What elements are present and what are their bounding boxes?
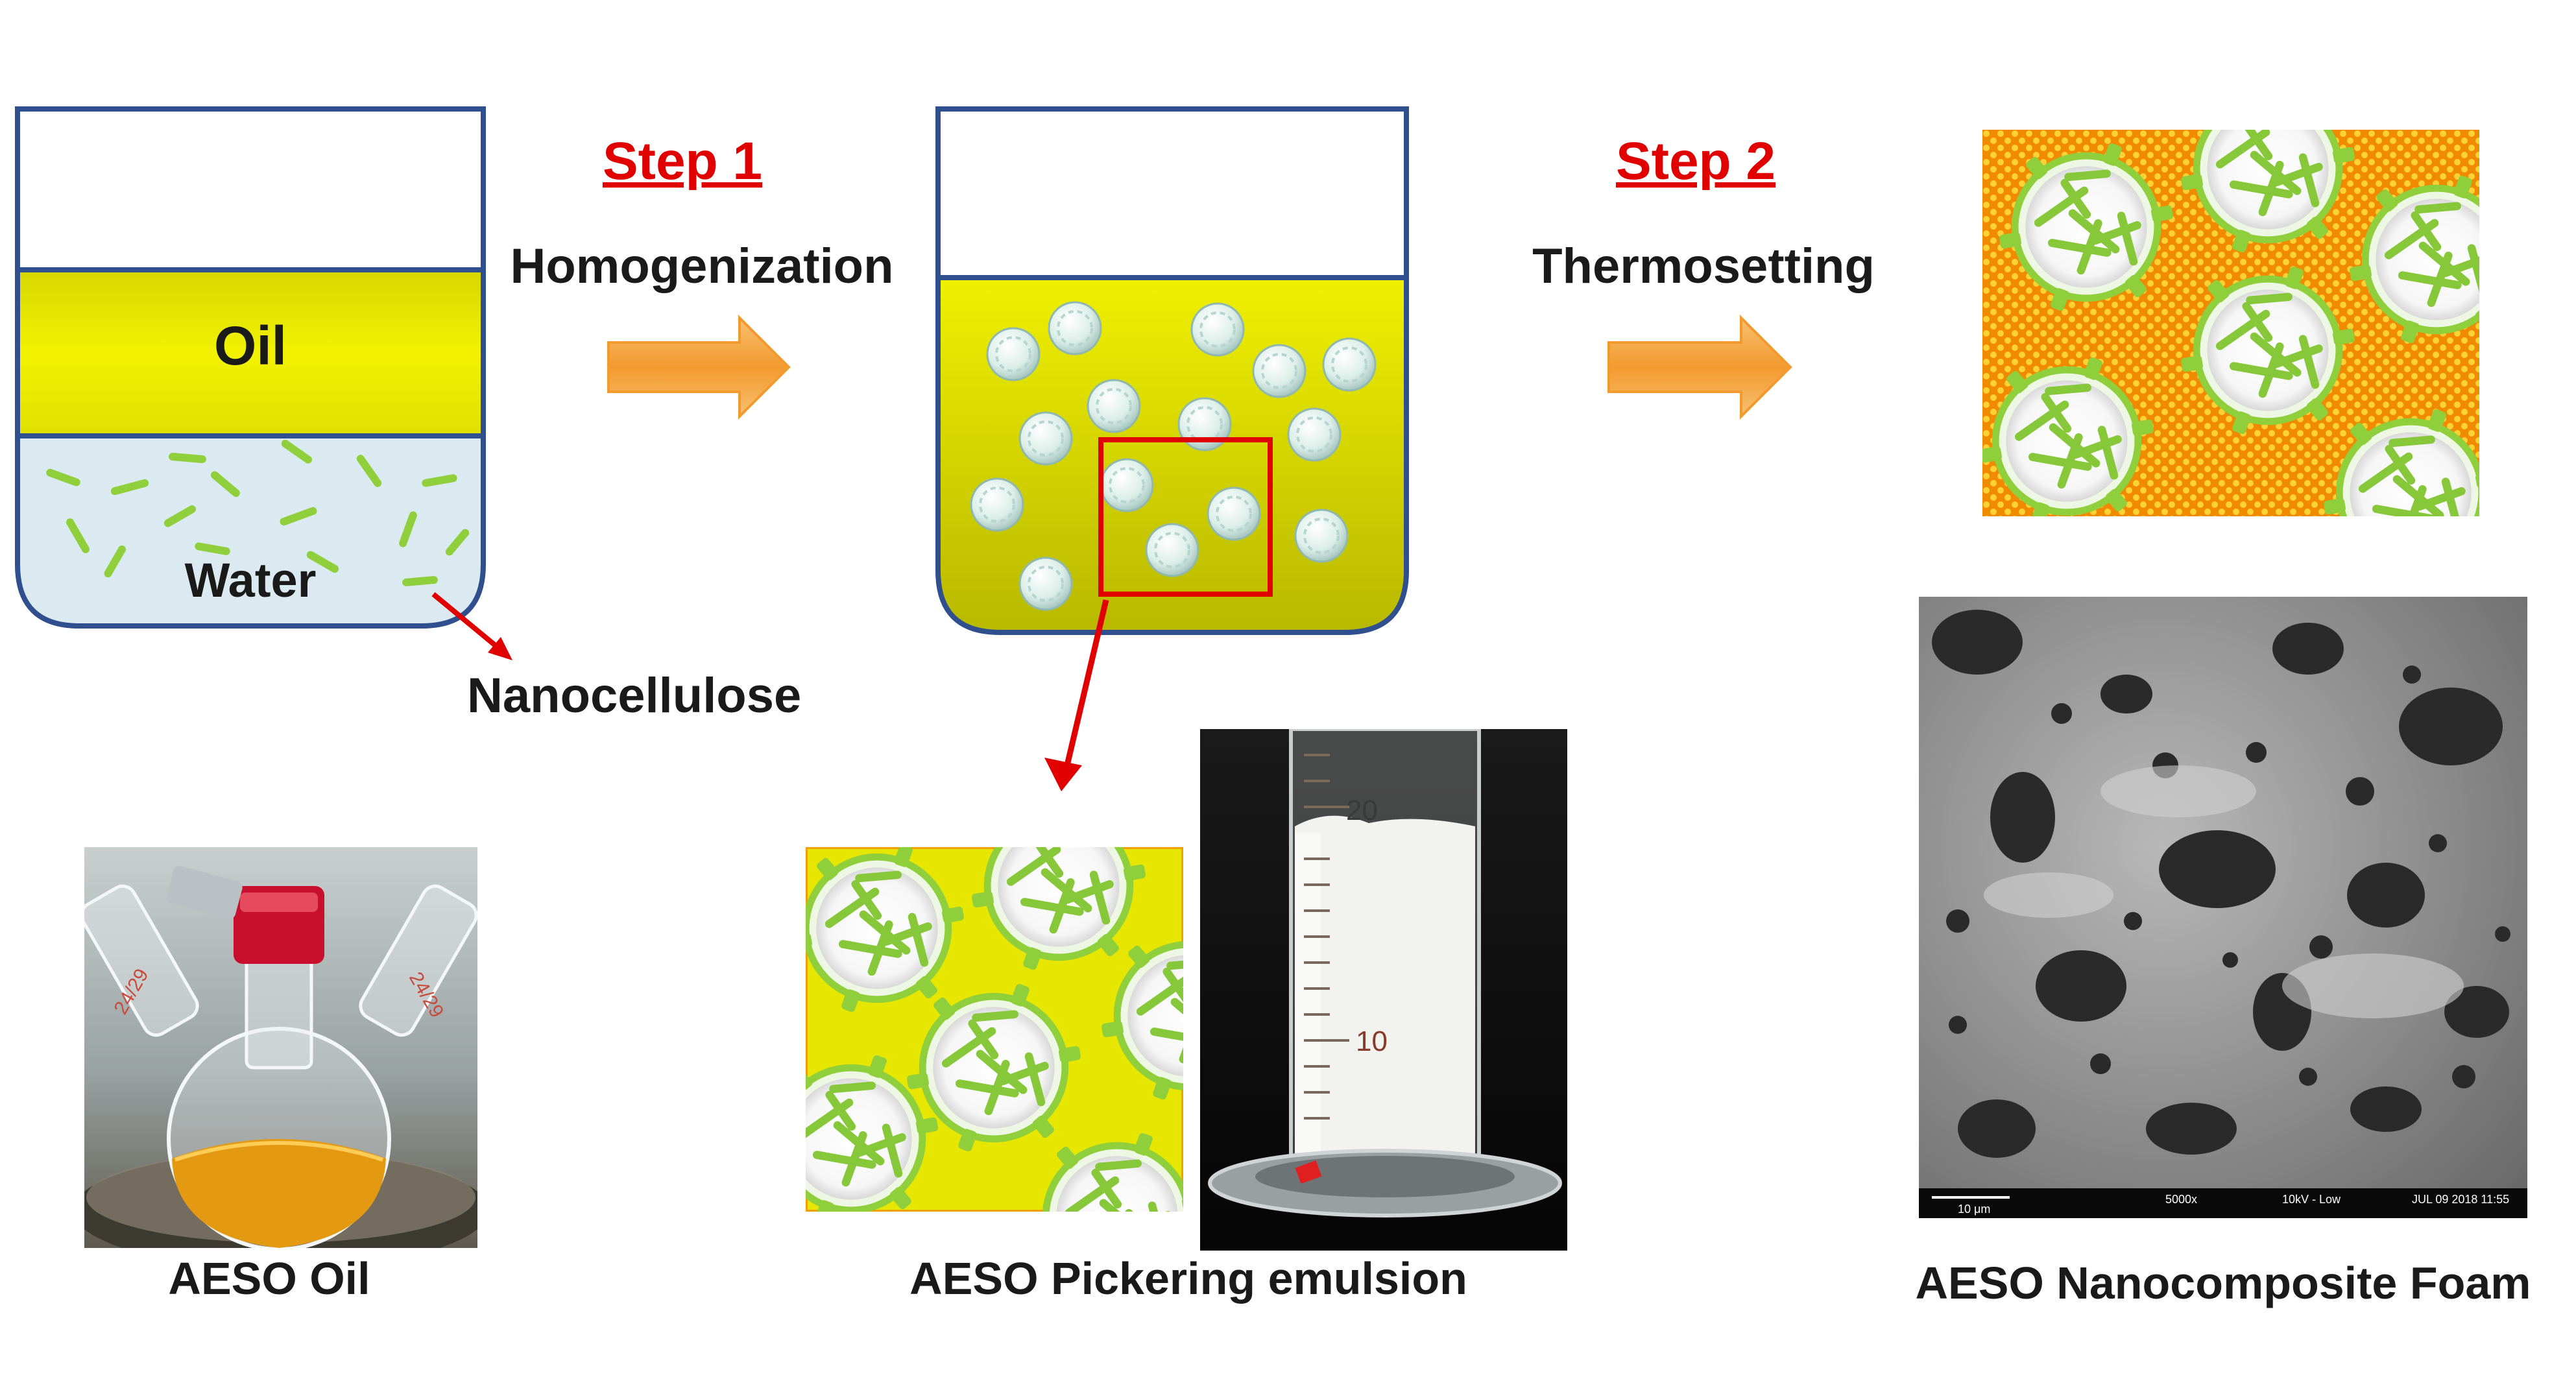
aeso-oil-photo: 24/29 24/29 bbox=[84, 847, 477, 1248]
beaker-1: Oil Water bbox=[15, 106, 486, 629]
aeso-foam-caption: AESO Nanocomposite Foam bbox=[1915, 1258, 2531, 1308]
oil-label: Oil bbox=[214, 315, 287, 376]
homogenization-label: Homogenization bbox=[510, 239, 893, 294]
nanocellulose-label: Nanocellulose bbox=[467, 668, 801, 723]
step-2-arrow bbox=[1607, 315, 1792, 420]
beaker-1-headspace bbox=[15, 106, 486, 272]
foam-schematic bbox=[1982, 130, 2479, 516]
aeso-oil-caption: AESO Oil bbox=[168, 1253, 370, 1304]
step-2-label: Step 2 bbox=[1616, 132, 1776, 191]
aeso-pickering-caption: AESO Pickering emulsion bbox=[909, 1253, 1467, 1304]
sem-voltage: 10kV - Low bbox=[2282, 1193, 2341, 1206]
oil-layer bbox=[15, 267, 486, 438]
sem-info-bar bbox=[1919, 1188, 2527, 1218]
beaker-2-headspace bbox=[935, 106, 1409, 280]
graduation-marks bbox=[1304, 754, 1349, 1120]
nanocellulose-pointer bbox=[431, 592, 512, 660]
sem-scale-label: 10 μm bbox=[1958, 1203, 1990, 1216]
step-1-arrow bbox=[607, 315, 791, 420]
pickering-emulsion-schematic bbox=[806, 847, 1183, 1212]
cylinder-10-mark: 10 bbox=[1356, 1025, 1388, 1057]
cylinder-20-mark: 20 bbox=[1346, 795, 1378, 826]
sem-date: JUL 09 2018 11:55 bbox=[2412, 1193, 2509, 1206]
nanocellulose-fibers bbox=[46, 439, 470, 586]
thermosetting-label: Thermosetting bbox=[1532, 239, 1875, 294]
water-label: Water bbox=[185, 553, 317, 607]
zoom-pointer bbox=[1044, 599, 1109, 791]
emulsion-cylinder-photo: 20 10 bbox=[1200, 729, 1567, 1251]
sem-pores bbox=[1932, 610, 2510, 1158]
sem-magnification: 5000x bbox=[2165, 1193, 2197, 1206]
zoom-box bbox=[1098, 437, 1273, 597]
sem-micrograph: 10 μm 5000x 10kV - Low JUL 09 2018 11:55 bbox=[1919, 597, 2527, 1218]
step-1-label: Step 1 bbox=[603, 132, 762, 191]
beaker-2 bbox=[935, 106, 1409, 635]
